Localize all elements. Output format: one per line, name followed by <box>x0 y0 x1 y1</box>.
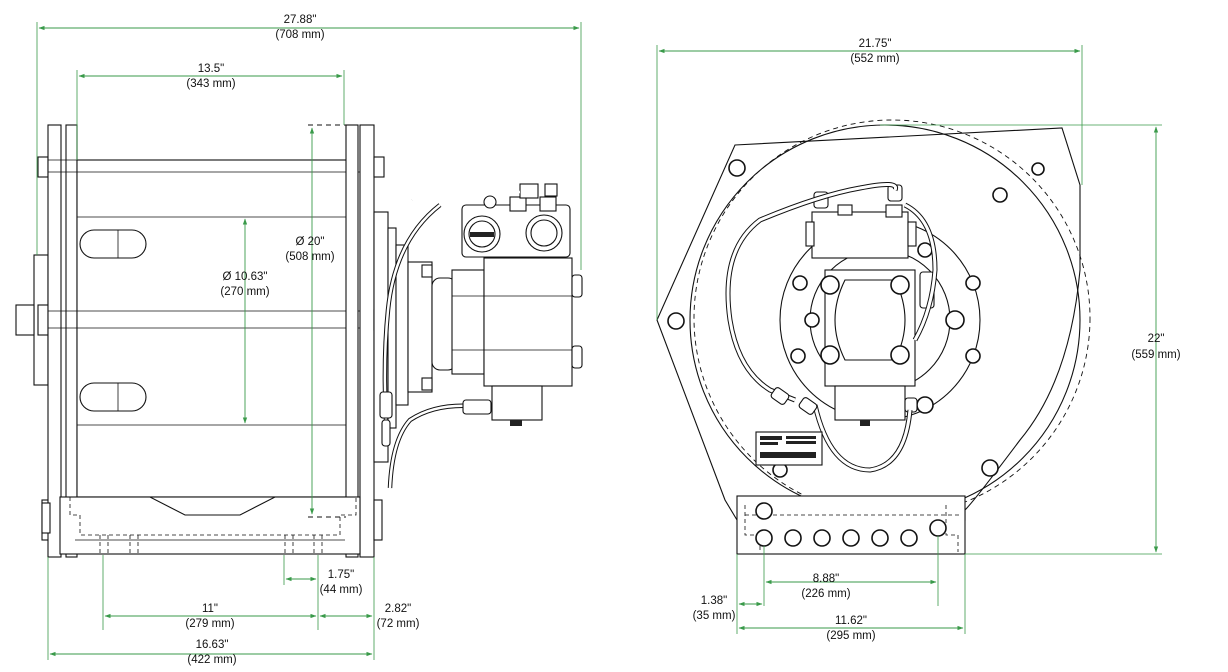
dim-end-offset-in: 2.82" <box>385 603 411 615</box>
base-mount-hole <box>929 519 947 537</box>
dim-front-height-in: 22" <box>1148 333 1165 345</box>
dim-edge-offset-mm: (35 mm) <box>693 610 736 622</box>
dim-drum-dia-in: Ø 10.63" <box>222 271 267 283</box>
base-mount-hole <box>871 529 889 547</box>
dim-drum-dia-mm: (270 mm) <box>220 286 269 298</box>
dim-base-length-mm: (422 mm) <box>187 654 236 666</box>
side-view: 27.88" (708 mm) 13.5" (343 mm) Ø 20" (50… <box>15 14 583 666</box>
dim-slot-offset-in: 1.75" <box>328 569 354 581</box>
right-flange-outer <box>359 124 375 558</box>
dim-front-height-mm: (559 mm) <box>1131 349 1180 361</box>
motor-body <box>483 257 573 387</box>
left-shaft-nut <box>15 304 35 336</box>
dim-flange-dia-in: Ø 20" <box>295 236 324 248</box>
flange-hole <box>667 312 685 330</box>
front-view: 21.75" (552 mm) 22" (559 mm) 8.88" (226 … <box>656 38 1181 642</box>
flange-hole <box>992 187 1008 203</box>
front-motor-base <box>834 385 906 421</box>
base-mount-hole <box>784 529 802 547</box>
dim-overall-width-in: 27.88" <box>284 14 317 26</box>
drum-body <box>76 159 348 498</box>
dim-hole-spacing-mm: (226 mm) <box>801 588 850 600</box>
dim-base-length-in: 16.63" <box>196 639 229 651</box>
dim-front-width-mm: (552 mm) <box>850 53 899 65</box>
base-tie-bar <box>59 496 361 555</box>
dim-base-width-in: 11.62" <box>835 615 867 627</box>
motor-base-block <box>491 385 543 421</box>
dim-drum-length-in: 13.5" <box>198 63 224 75</box>
base-mount-hole <box>842 529 860 547</box>
dim-base-width-mm: (295 mm) <box>826 630 875 642</box>
base-mount-hole <box>755 529 773 547</box>
flange-hole <box>981 459 999 477</box>
dim-bolt-spacing-mm: (279 mm) <box>185 618 234 630</box>
front-valve-block <box>811 211 909 259</box>
dim-front-width-in: 21.75" <box>859 38 892 50</box>
dim-overall-width-mm: (708 mm) <box>275 29 324 41</box>
base-mount-hole <box>755 502 773 520</box>
cable-slot-top <box>79 229 147 259</box>
flange-hole <box>1031 162 1045 176</box>
flange-hole <box>728 159 746 177</box>
dim-edge-offset-in: 1.38" <box>701 595 727 607</box>
hydraulic-hose-lower <box>387 403 491 489</box>
right-flange <box>345 124 359 558</box>
left-flange-inner <box>65 124 78 558</box>
dim-hole-spacing-in: 8.88" <box>813 573 839 585</box>
dim-slot-offset-mm: (44 mm) <box>320 584 363 596</box>
cable-slot-bottom <box>79 382 147 412</box>
left-flange <box>47 124 62 558</box>
base-mount-hole <box>900 529 918 547</box>
dim-bolt-spacing-in: 11" <box>202 603 218 615</box>
dim-flange-dia-mm: (508 mm) <box>285 251 334 263</box>
dim-end-offset-mm: (72 mm) <box>377 618 420 630</box>
dim-drum-length-mm: (343 mm) <box>186 78 235 90</box>
base-mount-hole <box>813 529 831 547</box>
